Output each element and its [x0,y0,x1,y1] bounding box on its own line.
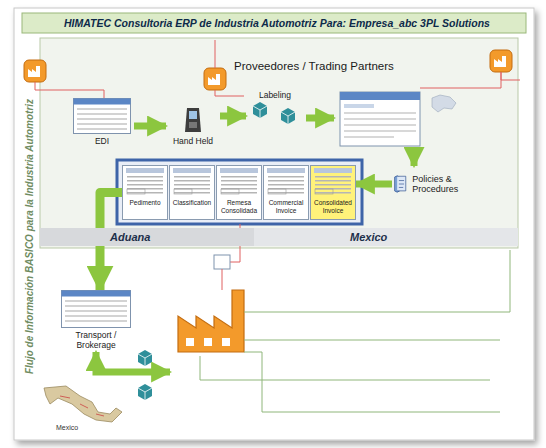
doc-icon [265,167,307,197]
document-card: Remesa Consolidada [216,165,262,220]
label-icon [249,100,301,126]
process-node: Labeling [246,88,304,126]
document-card: Commercial Invoice [263,165,309,220]
mexico-map [44,386,122,422]
node-label: Aduana [110,228,254,246]
vertical-side-title: Flujo de Información BASICO para la Indu… [25,98,36,373]
screen-icon [73,98,131,134]
warehouse-screen [340,92,456,146]
process-node: EDI [70,98,134,146]
node-label: Hand Held [166,136,220,146]
document-title: Remesa Consolidada [218,199,260,214]
document-panel-frame [117,160,362,224]
section-heading: Proveedores / Trading Partners [234,60,394,72]
node-label: Transport / Brokerage [58,330,134,350]
document-card: Pedimento [122,165,168,220]
flow-arrow [134,123,166,130]
process-node: Hand Held [166,106,220,146]
node-label: Policies & Procedures [412,174,488,194]
hand-icon [169,106,217,134]
document-card: Consolidated Invoice [310,165,356,220]
node-label: EDI [70,136,134,146]
doc-icon [312,167,354,197]
screen-icon [61,290,131,328]
document-title: Classification [171,199,213,207]
doc-icon [218,167,260,197]
document-title: Consolidated Invoice [312,199,354,214]
region-band: Aduana [40,228,254,246]
document-card: Classification [169,165,215,220]
supplier-lines [35,40,520,98]
scroll-icon [392,172,409,196]
doc-icon [124,167,166,197]
process-node: Transport / Brokerage [58,290,134,350]
slide-sheet [14,8,534,440]
title-bar-text: HIMATEC Consultoria ERP de Industria Aut… [22,14,526,32]
doc-icon [171,167,213,197]
node-label: Mexico [350,228,518,246]
region-band: Mexico [254,228,518,246]
factory-icon [178,290,244,352]
flow-arrow [220,113,246,120]
supplier-icons [24,50,512,90]
node-label: Labeling [246,90,304,100]
transport-arrow [96,352,170,372]
process-node: Policies & Procedures [392,172,488,196]
document-title: Commercial Invoice [265,199,307,214]
flow-arrow [356,181,392,188]
output-lines [200,250,510,412]
map-caption: Mexico [56,424,78,431]
document-title: Pedimento [124,199,166,207]
